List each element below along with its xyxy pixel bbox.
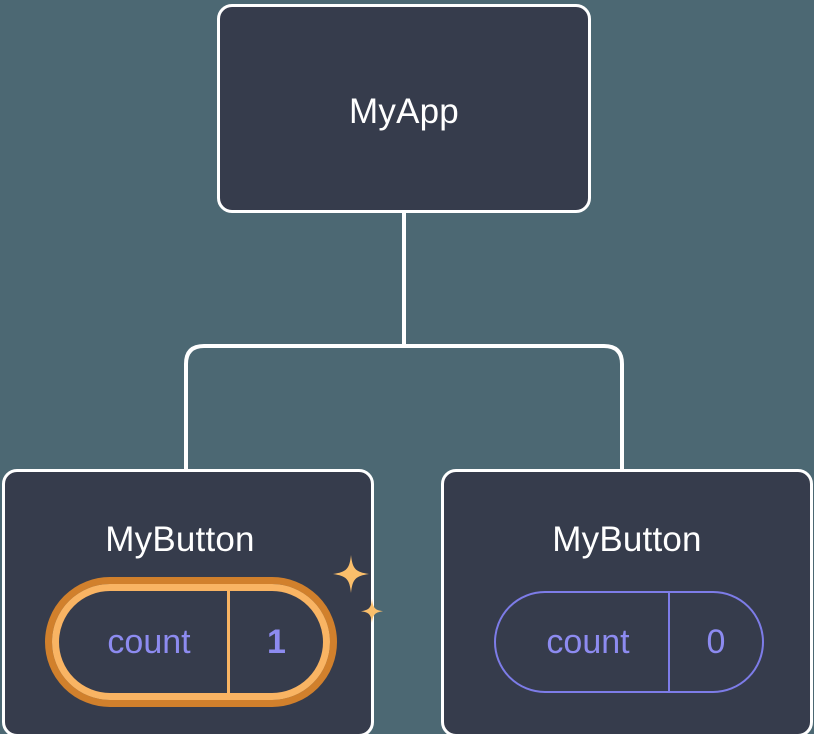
state-pill-count-idle[interactable]: count 0 [494,591,764,693]
node-mybutton-left[interactable]: MyButton count 1 [2,469,383,734]
sparkle-group [333,555,383,623]
node-myapp[interactable]: MyApp [217,4,591,213]
state-pill-inner-ring: count 1 [52,584,330,700]
node-mybutton-right-label: MyButton [552,520,702,559]
sparkle-large-icon [333,555,369,593]
state-pill-count-updated[interactable]: count 1 [45,577,337,707]
node-mybutton-right[interactable]: MyButton count 0 [441,469,813,734]
state-key-label: count [107,623,191,661]
node-myapp-label: MyApp [349,92,459,131]
connector-branch-bus [184,344,624,470]
sparkle-small-icon [361,599,383,623]
state-pill-wrap-right: count 0 [494,591,764,693]
state-pill-wrap-left: count 1 [45,555,383,707]
node-mybutton-left-label: MyButton [105,520,255,559]
state-value-label: 1 [227,591,323,693]
state-key-label: count [546,623,630,661]
state-value-label: 0 [668,593,762,691]
